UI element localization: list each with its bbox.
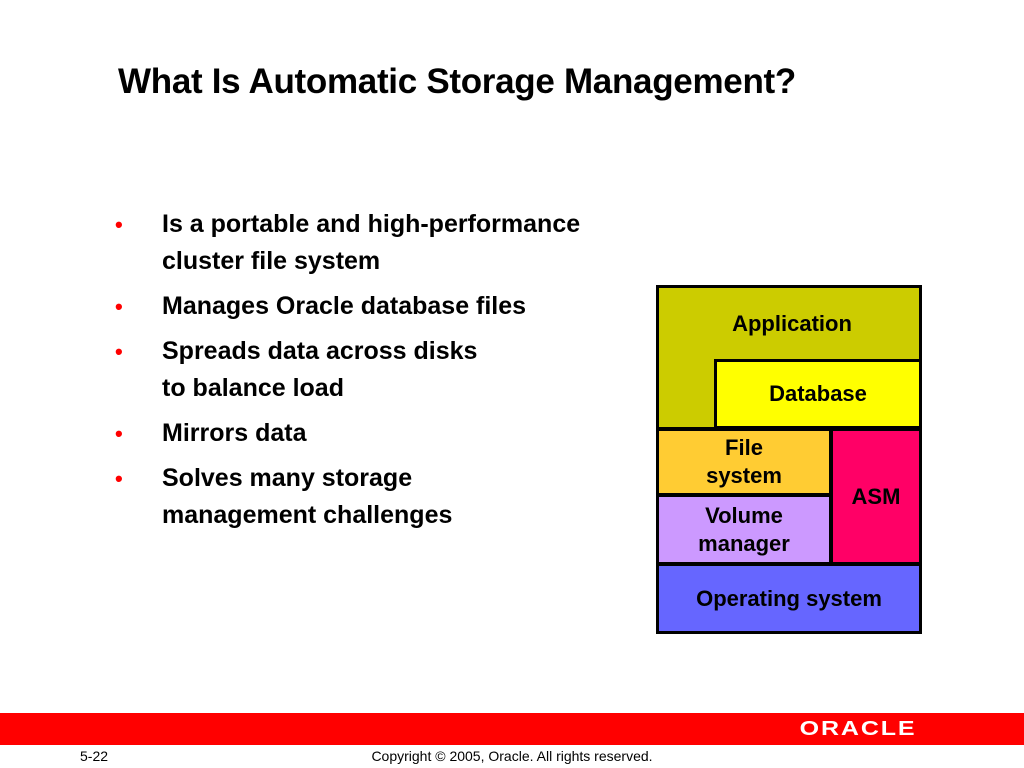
bullet-text: Mirrors data	[162, 419, 307, 447]
database-label: Database	[769, 381, 867, 406]
footer-bar	[0, 713, 1024, 745]
bullet-text: Is a portable and high-performance clust…	[162, 210, 581, 275]
bullet-text: Manages Oracle database files	[162, 292, 527, 320]
bullet-dot-icon: •	[115, 466, 123, 491]
file-system-label: File system	[706, 435, 782, 488]
copyright-notice: Copyright © 2005, Oracle. All rights res…	[371, 748, 653, 764]
bullet-dot-icon: •	[115, 294, 123, 319]
page-number: 5-22	[80, 748, 109, 764]
file-system-layer: File system	[656, 428, 832, 496]
bullet-item: • Mirrors data	[110, 415, 580, 452]
oracle-logo: ORACLE	[799, 717, 916, 740]
bullet-item: • Solves many storage management challen…	[110, 460, 580, 534]
bullet-list: • Is a portable and high-performance clu…	[110, 206, 580, 542]
asm-label: ASM	[851, 483, 901, 509]
bullet-dot-icon: •	[115, 421, 123, 446]
bullet-dot-icon: •	[115, 339, 123, 364]
slide-title: What Is Automatic Storage Management?	[118, 62, 796, 101]
bullet-item: • Manages Oracle database files	[110, 288, 580, 325]
storage-stack-diagram: Application Database File system Volume …	[656, 285, 922, 634]
database-layer: Database	[714, 359, 922, 429]
volume-manager-layer: Volume manager	[656, 494, 832, 565]
bullet-text: Spreads data across disks to balance loa…	[162, 337, 478, 402]
application-label: Application	[732, 311, 852, 336]
operating-system-label: Operating system	[696, 585, 882, 611]
bullet-text: Solves many storage management challenge…	[162, 464, 453, 529]
bullet-item: • Is a portable and high-performance clu…	[110, 206, 580, 280]
operating-system-layer: Operating system	[656, 563, 922, 634]
bullet-dot-icon: •	[115, 212, 123, 237]
volume-manager-label: Volume manager	[698, 502, 790, 556]
asm-layer: ASM	[830, 428, 922, 565]
bullet-item: • Spreads data across disks to balance l…	[110, 333, 580, 407]
